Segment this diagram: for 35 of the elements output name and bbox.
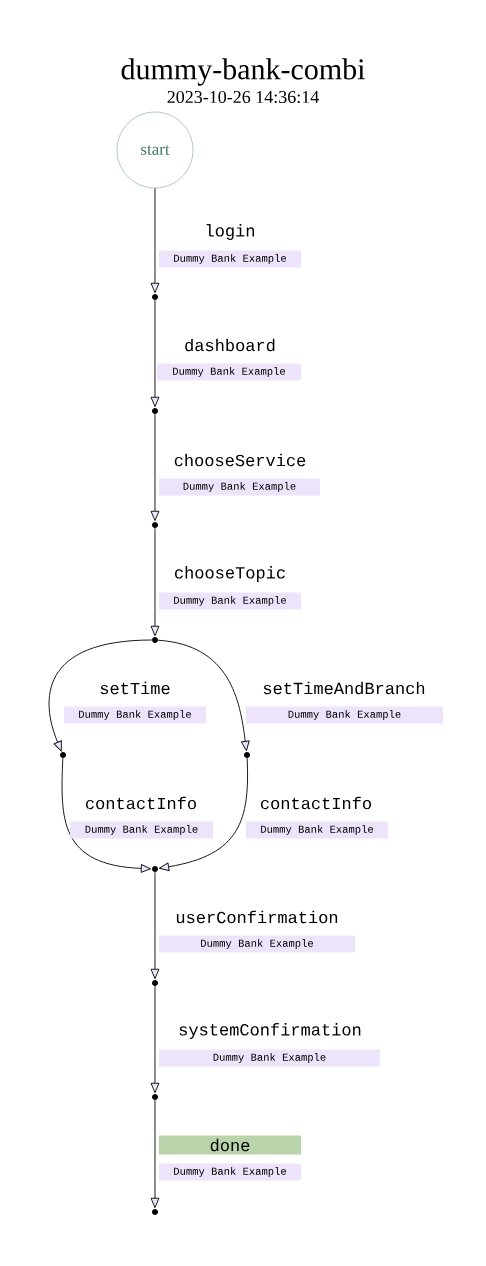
sub-label: Dummy Bank Example [159, 935, 355, 953]
arrow [48, 639, 153, 752]
sub-label: Dummy Bank Example [159, 1163, 301, 1181]
arrow [150, 871, 160, 980]
sub-label: Dummy Bank Example [246, 706, 443, 724]
edge-label: login [206, 224, 254, 240]
sub-label: Dummy Bank Example [159, 1049, 380, 1067]
arrow [150, 985, 160, 1094]
edge-label: contactInfo [85, 796, 196, 810]
arrow [157, 639, 250, 752]
sub-label: Dummy Bank Example [159, 250, 301, 268]
arrow [158, 757, 248, 872]
arrow [150, 299, 160, 408]
sub-label: Dummy Bank Example [64, 706, 206, 724]
sub-label: Dummy Bank Example [159, 592, 301, 610]
arrow [150, 413, 160, 522]
arrow [150, 527, 160, 637]
arrow [150, 187, 160, 294]
edge-label: chooseService [174, 453, 306, 467]
edge-label: done [159, 1135, 301, 1155]
title: dummy-bank-combi [121, 58, 365, 86]
sub-label: Dummy Bank Example [70, 821, 213, 839]
sub-label: Dummy Bank Example [246, 821, 388, 839]
arrow [61, 757, 152, 873]
edge-label: systemConfirmation [179, 1023, 361, 1039]
edge-label: chooseTopic [174, 566, 285, 582]
sub-label: Dummy Bank Example [159, 478, 320, 496]
edge-label: contactInfo [260, 796, 371, 810]
edge-label: userConfirmation [176, 910, 338, 924]
sub-label: Dummy Bank Example [157, 363, 301, 381]
edge-label: setTimeAndBranch [263, 681, 425, 695]
edge-label: setTime [100, 681, 170, 695]
arrow [150, 1099, 160, 1209]
edge-label: dashboard [185, 338, 275, 352]
timestamp: 2023-10-26 14:36:14 [167, 90, 319, 104]
